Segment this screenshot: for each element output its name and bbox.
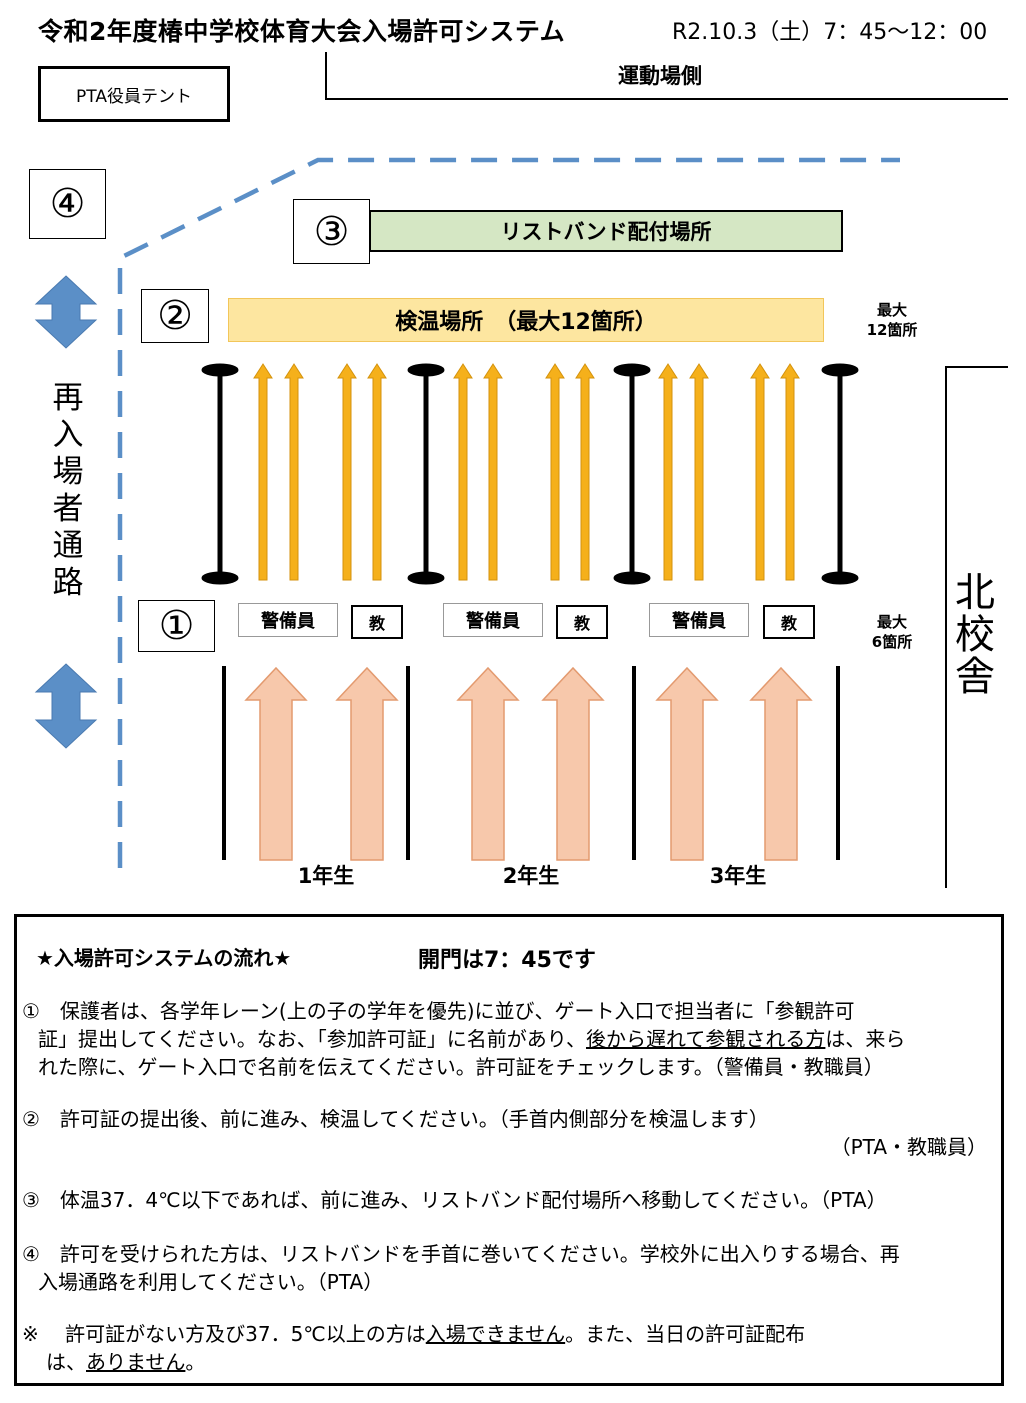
- up-arrow-icon: [335, 666, 399, 861]
- max-12-note: 最大 12箇所: [866, 301, 918, 339]
- barrier-post: [613, 363, 651, 585]
- guard-box-3: 警備員: [649, 603, 749, 637]
- marker-1: ①: [138, 600, 215, 652]
- up-arrow-icon: [658, 363, 678, 581]
- teacher-box-1: 教: [351, 605, 403, 639]
- barrier-post: [407, 363, 445, 585]
- pta-tent-box: PTA役員テント: [38, 66, 230, 122]
- up-arrow-icon: [483, 363, 503, 581]
- event-date: R2.10.3（土）7：45〜12：00: [672, 20, 988, 45]
- double-arrow-icon: [34, 275, 98, 349]
- reentry-path-label: 再 入 場 者 通 路: [52, 380, 84, 601]
- venue-diagram: [34, 52, 1008, 888]
- north-building-line: [945, 366, 1008, 888]
- grade-label-2: 2年生: [502, 864, 560, 888]
- marker-2: ②: [141, 289, 209, 343]
- north-building-label: 北 校 舎: [955, 570, 995, 700]
- up-arrow-icon: [749, 666, 813, 861]
- guard-box-1: 警備員: [238, 603, 338, 637]
- up-arrow-icon: [253, 363, 273, 581]
- flow-explanation-box: [14, 914, 1004, 1386]
- up-arrow-icon: [575, 363, 595, 581]
- barrier-post: [201, 363, 239, 585]
- step-4: ④ 許可を受けられた方は、リストバンドを手首に巻いてください。学校外に出入りする…: [22, 1242, 900, 1294]
- guard-box-2: 警備員: [443, 603, 543, 637]
- up-arrow-icon: [655, 666, 719, 861]
- wristband-area: リストバンド配付場所: [369, 210, 843, 252]
- up-arrow-icon: [780, 363, 800, 581]
- reentry-path-dashed: [117, 157, 900, 868]
- note: ※ 許可証がない方及び37．5℃以上の方は入場できません。また、当日の許可証配布…: [22, 1322, 806, 1374]
- up-arrow-icon: [367, 363, 387, 581]
- max-6-note: 最大 6箇所: [871, 613, 913, 651]
- page-title: 令和2年度椿中学校体育大会入場許可システム: [38, 17, 566, 46]
- step-3: ③ 体温37．4℃以下であれば、前に進み、リストバンド配付場所へ移動してください…: [22, 1188, 887, 1212]
- barrier-post: [821, 363, 859, 585]
- field-boundary-line: [325, 52, 1008, 100]
- up-arrow-icon: [541, 666, 605, 861]
- double-arrow-icon: [34, 663, 98, 749]
- up-arrow-icon: [545, 363, 565, 581]
- marker-3: ③: [293, 199, 370, 264]
- up-arrow-icon: [337, 363, 357, 581]
- peach-arrows: [244, 666, 813, 861]
- teacher-box-3: 教: [763, 605, 815, 639]
- barrier-posts: [201, 363, 859, 585]
- up-arrow-icon: [750, 363, 770, 581]
- flow-title: ★入場許可システムの流れ★: [36, 946, 292, 970]
- gate-open-time: 開門は7：45です: [418, 948, 596, 973]
- yellow-arrows: [253, 363, 800, 581]
- lane-dividers: [222, 666, 840, 860]
- step-1: ① 保護者は、各学年レーン(上の子の学年を優先)に並び、ゲート入口で担当者に「参…: [22, 999, 906, 1079]
- up-arrow-icon: [284, 363, 304, 581]
- grade-label-1: 1年生: [297, 864, 355, 888]
- temp-check-area: 検温場所 （最大12箇所）: [228, 298, 824, 342]
- up-arrow-icon: [244, 666, 308, 861]
- grade-label-3: 3年生: [709, 864, 767, 888]
- teacher-box-2: 教: [556, 605, 608, 639]
- marker-4: ④: [29, 169, 106, 239]
- step-2: ② 許可証の提出後、前に進み、検温してください。（手首内側部分を検温します） （…: [22, 1107, 987, 1159]
- up-arrow-icon: [689, 363, 709, 581]
- up-arrow-icon: [453, 363, 473, 581]
- field-side-label: 運動場側: [618, 64, 702, 88]
- up-arrow-icon: [456, 666, 520, 861]
